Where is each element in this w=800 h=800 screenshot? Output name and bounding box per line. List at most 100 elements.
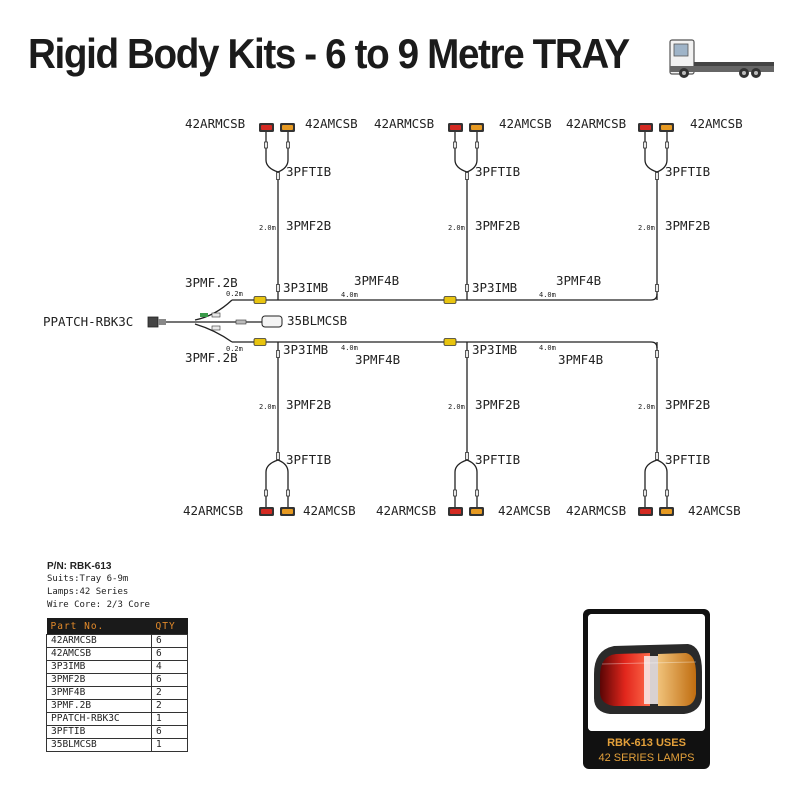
pmf2b-label: 3PMF2B [286, 218, 331, 233]
header-part-no: Part No. [46, 618, 152, 635]
wire [644, 459, 658, 507]
parts [147, 123, 674, 516]
y-connector [443, 338, 457, 346]
pmf2b-label: 3PMF2B [475, 218, 520, 233]
part-number-cell: 3PFTIB [46, 725, 152, 739]
pmf2b-label: 3PMF2B [475, 397, 520, 412]
lamp-label-rear: 42ARMCSB [376, 503, 436, 518]
lamp-lens [640, 509, 651, 514]
lamp-label-rear: 42ARMCSB [185, 116, 245, 131]
plug-connector [465, 452, 469, 460]
length-long: 4.0m [341, 344, 358, 352]
p3imb-label-top: 3P3IMB [283, 280, 328, 295]
lamp-label-marker: 42AMCSB [498, 503, 551, 518]
part-number-cell: 3PMF.2B [46, 699, 152, 713]
wire [466, 459, 478, 507]
lamp-lens [471, 509, 482, 514]
length-medium: 2.0m [638, 403, 655, 411]
wire [656, 459, 668, 507]
lamp-badge: RBK-613 USES 42 SERIES LAMPS [583, 609, 710, 769]
lamp-label-marker: 42AMCSB [305, 116, 358, 131]
lamp-lens [261, 125, 272, 130]
plug-connector [453, 141, 457, 149]
qty-cell: 6 [151, 725, 188, 739]
kit-info: P/N: RBK-613 Suits:Tray 6-9m Lamps:42 Se… [47, 560, 150, 612]
lamp-label-rear: 42ARMCSB [183, 503, 243, 518]
pmf4b-label: 3PMF4B [355, 352, 400, 367]
qty-cell: 1 [151, 738, 188, 752]
length-long: 4.0m [539, 291, 556, 299]
lamp-label-marker: 42AMCSB [688, 503, 741, 518]
p3imb-label-top: 3P3IMB [472, 280, 517, 295]
plug-connector [643, 489, 647, 497]
plug-connector [264, 141, 268, 149]
qty-cell: 4 [151, 660, 188, 674]
pmf2b-label: 3PMF2B [665, 218, 710, 233]
y-connector [253, 338, 267, 346]
y-connector [443, 296, 457, 304]
length-medium: 2.0m [448, 403, 465, 411]
header-qty: QTY [151, 618, 188, 635]
wire [656, 132, 668, 173]
pmf4b-label: 3PMF4B [558, 352, 603, 367]
lamp-lens [640, 125, 651, 130]
pftib-label: 3PFTIB [665, 164, 710, 179]
plug-connector [655, 172, 659, 180]
lamp-label-marker: 42AMCSB [499, 116, 552, 131]
pftib-label: 3PFTIB [665, 452, 710, 467]
part-number: P/N: RBK-613 [47, 561, 112, 572]
part-number-cell: 35BLMCSB [46, 738, 152, 752]
lamp-label-rear: 42ARMCSB [374, 116, 434, 131]
lamp-label-rear: 42ARMCSB [566, 503, 626, 518]
pftib-label: 3PFTIB [475, 452, 520, 467]
plug-connector [475, 489, 479, 497]
parts-table-header: Part No. QTY [46, 618, 188, 635]
ppatch-label: PPATCH-RBK3C [43, 314, 133, 329]
length-medium: 2.0m [259, 224, 276, 232]
blm-label: 35BLMCSB [287, 313, 347, 328]
lamp-lens [261, 509, 272, 514]
lamp-lens [450, 125, 461, 130]
lamp-label-marker: 42AMCSB [690, 116, 743, 131]
lamps-text: Lamps:42 Series [47, 587, 129, 597]
plug-connector [655, 284, 659, 292]
plug-connector [643, 141, 647, 149]
plug-connector [655, 452, 659, 460]
part-number-cell: PPATCH-RBK3C [46, 712, 152, 726]
pmf2b-label: 3PMF2B [665, 397, 710, 412]
wire [277, 132, 289, 173]
qty-cell: 6 [151, 647, 188, 661]
truck-icon [669, 39, 774, 78]
lamp-photo [588, 614, 705, 731]
badge-line-1: RBK-613 USES [607, 737, 686, 749]
length-medium: 2.0m [638, 224, 655, 232]
ppatch-plug [147, 316, 159, 328]
suits-text: Suits:Tray 6-9m [47, 574, 129, 584]
qty-cell: 6 [151, 634, 188, 648]
part-number-cell: 3PMF2B [46, 673, 152, 687]
length-medium: 2.0m [448, 224, 465, 232]
wires [166, 132, 668, 507]
plug-connector [286, 141, 290, 149]
wire [454, 132, 468, 173]
plug-connector [286, 489, 290, 497]
plug-connector [264, 489, 268, 497]
wire [194, 323, 233, 343]
plug-connector [276, 284, 280, 292]
length-short-bottom: 0.2m [226, 345, 243, 353]
pftib-label: 3PFTIB [286, 452, 331, 467]
lamp-lens [661, 509, 672, 514]
part-number-cell: 42ARMCSB [46, 634, 152, 648]
plug-connector [465, 284, 469, 292]
plug-connector [465, 172, 469, 180]
part-number-cell: 3P3IMB [46, 660, 152, 674]
wire [232, 293, 658, 301]
